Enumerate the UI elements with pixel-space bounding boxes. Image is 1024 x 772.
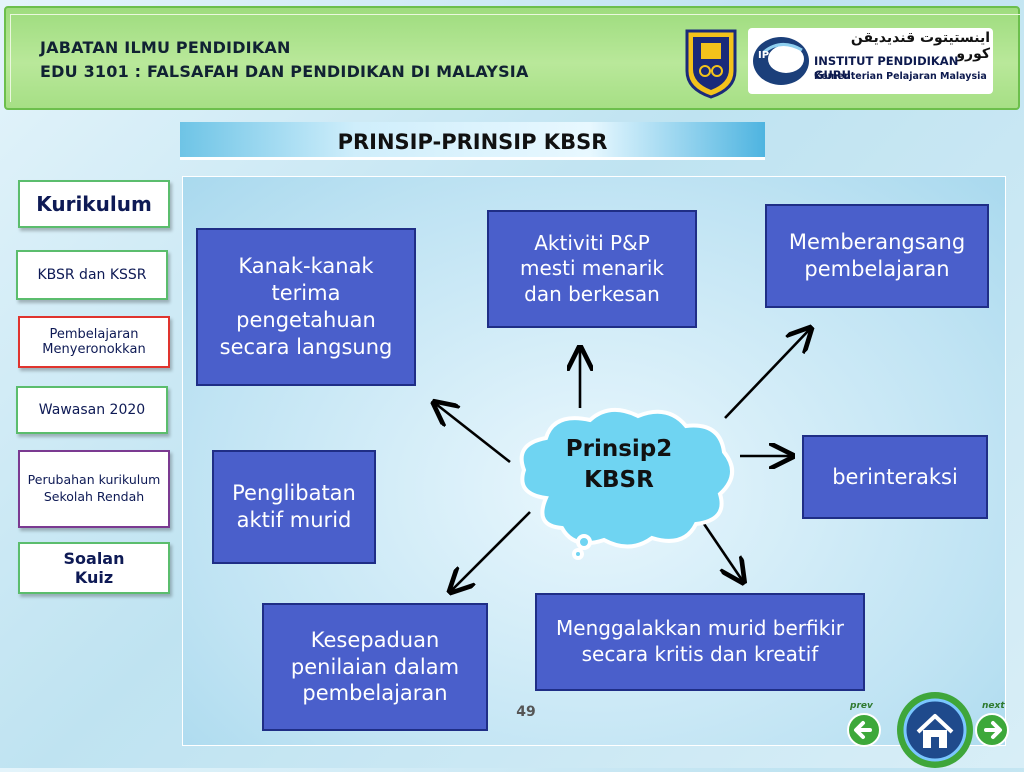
box-penglibatan: Penglibatan aktif murid (212, 450, 376, 564)
sidebar-item-perubahan[interactable]: Perubahan kurikulum Sekolah Rendah (18, 450, 170, 528)
ipg-ministry: Kementerian Pelajaran Malaysia (814, 71, 987, 82)
prev-button[interactable] (846, 712, 882, 748)
sidebar-item-pembelajaran[interactable]: Pembelajaran Menyeronokkan (18, 316, 170, 368)
department-title: JABATAN ILMU PENDIDIKAN (40, 38, 291, 57)
box-label: Memberangsang pembelajaran (788, 230, 966, 281)
sidebar-item-label: Kurikulum (36, 192, 152, 216)
ipg-emblem-icon (753, 37, 809, 85)
sidebar-item-soalan-kuiz[interactable]: Soalan Kuiz (18, 542, 170, 594)
sidebar-item-label: Wawasan 2020 (38, 402, 146, 418)
next-button[interactable] (974, 712, 1010, 748)
home-button[interactable] (894, 688, 976, 768)
sidebar-item-label: KBSR dan KSSR (37, 267, 147, 283)
ipg-logo: IPG اينستيتوت قنديديقن كورو INSTITUT PEN… (748, 28, 993, 94)
arrow-right-icon (975, 713, 1009, 747)
sidebar-item-wawasan[interactable]: Wawasan 2020 (16, 386, 168, 434)
home-icon (897, 692, 973, 768)
sidebar-item-label: Soalan Kuiz (63, 548, 125, 587)
slide-title-bar: PRINSIP-PRINSIP KBSR (180, 122, 765, 160)
box-label: berinteraksi (832, 464, 958, 489)
ipg-abbr: IPG (758, 50, 778, 61)
box-label: Penglibatan aktif murid (232, 481, 356, 532)
center-label: Prinsip2 KBSR (565, 436, 673, 494)
ipg-name: INSTITUT PENDIDIKAN GURU (814, 54, 959, 82)
box-kanak-kanak: Kanak-kanak terima pengetahuan secara la… (196, 228, 416, 386)
box-kesepaduan: Kesepaduan penilaian dalam pembelajaran (262, 603, 488, 731)
center-cloud-shape (519, 408, 734, 560)
box-label: Kanak-kanak terima pengetahuan secara la… (219, 254, 393, 359)
box-label: Aktiviti P&P mesti menarik dan berkesan (519, 230, 665, 306)
box-memberangsang: Memberangsang pembelajaran (765, 204, 989, 308)
box-label: Kesepaduan penilaian dalam pembelajaran (290, 627, 460, 706)
slide-title: PRINSIP-PRINSIP KBSR (337, 130, 608, 154)
prev-label: prev (850, 701, 873, 711)
page-number: 49 (516, 704, 536, 720)
sidebar-item-kurikulum[interactable]: Kurikulum (18, 180, 170, 228)
box-label: Menggalakkan murid berfikir secara kriti… (556, 616, 844, 666)
arrow-left-icon (847, 713, 881, 747)
next-label: next (982, 701, 1005, 711)
sidebar-item-label: Perubahan kurikulum Sekolah Rendah (27, 472, 161, 504)
course-title: EDU 3101 : FALSAFAH DAN PENDIDIKAN DI MA… (40, 62, 529, 81)
box-aktiviti: Aktiviti P&P mesti menarik dan berkesan (487, 210, 697, 328)
sidebar-item-label: Pembelajaran Menyeronokkan (42, 327, 146, 357)
header-inner-border (10, 14, 1020, 102)
box-menggalakkan: Menggalakkan murid berfikir secara kriti… (535, 593, 865, 691)
sidebar-item-kbsr-kssr[interactable]: KBSR dan KSSR (16, 250, 168, 300)
university-crest-logo (685, 29, 737, 99)
box-berinteraksi: berinteraksi (802, 435, 988, 519)
ipg-jawi-text: اينستيتوت قنديديقن كورو (850, 30, 990, 62)
